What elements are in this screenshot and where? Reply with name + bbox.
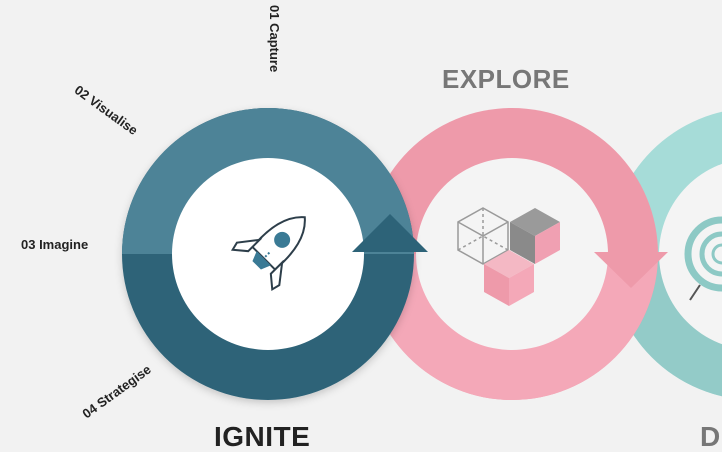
rocket-icon xyxy=(230,216,306,292)
step-capture-label: 01 Capture xyxy=(267,5,282,73)
explore-ring xyxy=(366,108,658,400)
explore-to-discover-arrow xyxy=(594,252,668,288)
target-icon xyxy=(684,216,722,301)
phase-explore-label: EXPLORE xyxy=(442,64,570,94)
phase-third-label: D xyxy=(700,421,721,452)
cubes-icon xyxy=(457,207,560,306)
phase-ignite-label: IGNITE xyxy=(214,421,311,452)
step-imagine-label: 03 Imagine xyxy=(21,237,89,252)
ignite-to-explore-arrow xyxy=(352,214,428,252)
